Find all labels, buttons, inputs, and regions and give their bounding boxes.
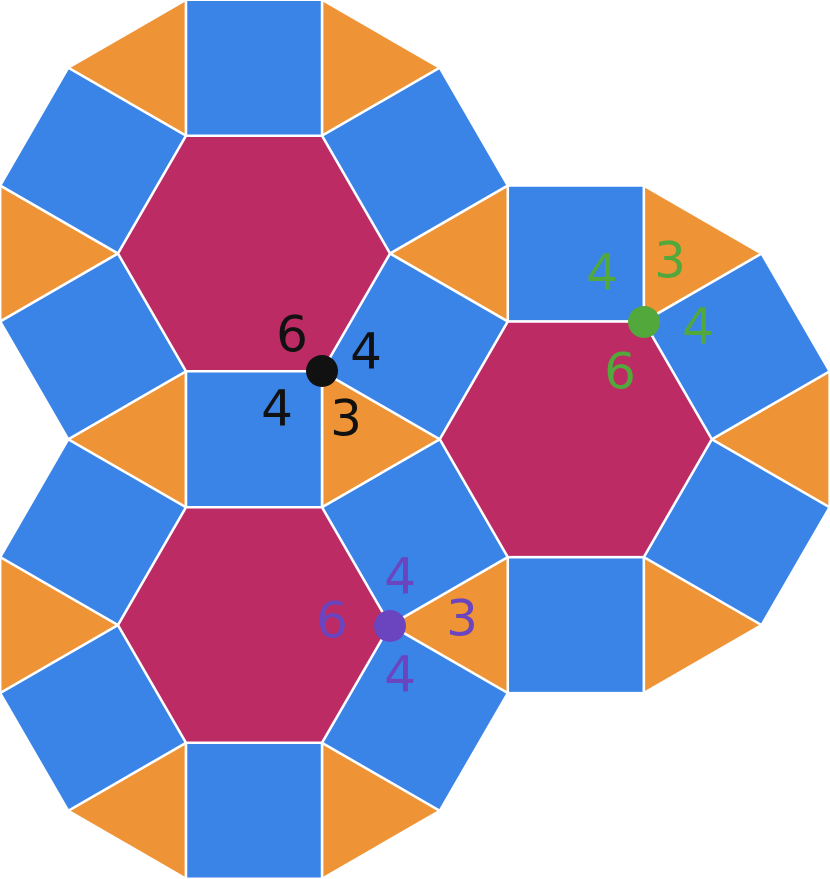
label-triangle-3: 3 bbox=[654, 232, 686, 290]
square-tile bbox=[184, 370, 324, 509]
label-square-4: 4 bbox=[384, 548, 416, 606]
vertex-dot-green bbox=[628, 306, 660, 338]
vertex-black: 6 4 4 3 bbox=[261, 306, 382, 448]
label-triangle-3: 3 bbox=[330, 390, 362, 448]
label-square-4: 4 bbox=[261, 380, 293, 438]
vertex-dot-black bbox=[306, 355, 338, 387]
label-triangle-3: 3 bbox=[446, 590, 478, 648]
label-hexagon-6: 6 bbox=[316, 592, 348, 650]
label-hexagon-6: 6 bbox=[604, 343, 636, 401]
label-square-4: 4 bbox=[350, 323, 382, 381]
vertex-dot-purple bbox=[374, 610, 406, 642]
hexagon-tile bbox=[116, 506, 392, 745]
square-tile bbox=[184, 0, 324, 137]
vertex-purple: 4 6 3 4 bbox=[316, 548, 478, 704]
square-tile bbox=[506, 184, 646, 323]
label-square-4: 4 bbox=[586, 244, 618, 302]
label-hexagon-6: 6 bbox=[276, 306, 308, 364]
square-tile bbox=[184, 741, 324, 879]
square-tile bbox=[506, 555, 646, 695]
label-square-4: 4 bbox=[682, 298, 714, 356]
vertex-green: 4 3 4 6 bbox=[586, 232, 714, 401]
label-square-4: 4 bbox=[384, 646, 416, 704]
